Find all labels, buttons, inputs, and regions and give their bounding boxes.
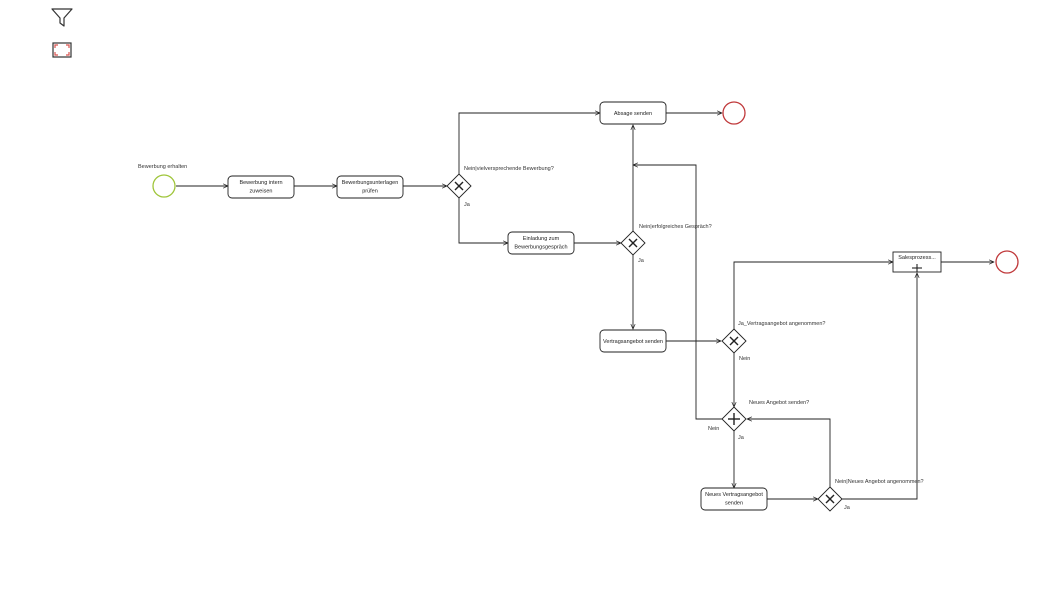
task-label-line-1: Neues Vertragsangebot [705,492,763,498]
gateway-label: Nein|Neues Angebot angenommen? [835,479,924,485]
start-event[interactable] [152,174,176,198]
start-event-label: Bewerbung erhalten [138,164,187,170]
gateway-label: Nein|erfolgreiches Gespräch? [639,224,712,230]
task-vertragsangebot-senden[interactable]: Vertragsangebot senden [599,329,667,353]
gateway-label: Nein|vielversprechende Bewerbung? [464,166,554,172]
task-label-line-1: Bewerbungsunterlagen [342,180,399,186]
task-label-line-1: Einladung zum [523,236,560,242]
flow-g1-ja-to-einladung[interactable] [458,198,508,243]
task-label-line-2: Bewerbungsgespräch [514,245,567,251]
flow-label: Ja [844,505,851,511]
flow-label: Nein [739,356,750,362]
sequence-flows [176,113,994,499]
task-label: Vertragsangebot senden [603,339,663,345]
gateway-label: Ja_Vertragsangebot angenommen? [738,321,825,327]
task-bewerbungsunterlagen-pruefen[interactable]: Bewerbungsunterlagen prüfen [336,175,404,199]
gateway-erfolgreiches-gespraech[interactable] [620,230,646,256]
flow-label: Nein [708,426,719,432]
filter-funnel-icon [51,8,73,27]
task-label-line-2: zuweisen [250,189,273,195]
flow-label: Ja [638,258,645,264]
task-label-line-2: prüfen [362,189,378,195]
task-label-line-1: Bewerbung intern [239,180,282,186]
gateway-vertragsangebot-angenommen[interactable] [721,328,747,354]
subprocess-salesprozess[interactable]: Salesprozess... [892,251,942,273]
task-label: Absage senden [614,111,652,117]
task-bewerbung-intern-zuweisen[interactable]: Bewerbung intern zuweisen [227,175,295,199]
flow-g4-nein-to-absage[interactable] [633,165,722,420]
task-label-line-2: senden [725,501,743,507]
flow-g3-ja-to-salesprozess[interactable] [733,262,893,329]
gateway-vielversprechende-bewerbung[interactable] [446,173,472,199]
flow-g5-ja-to-salesprozess[interactable] [842,273,917,500]
flow-g1-nein-to-absage[interactable] [458,113,600,174]
filter-button[interactable] [48,6,76,30]
fit-to-screen-icon [52,42,72,58]
task-label: Salesprozess... [898,255,936,261]
gateway-neues-angebot-angenommen[interactable] [817,486,843,512]
gateway-label: Neues Angebot senden? [749,400,809,406]
end-event-sales[interactable] [995,250,1019,274]
flow-label: Ja [738,435,745,441]
gateway-neues-angebot-senden[interactable] [721,406,747,432]
task-neues-vertragsangebot-senden[interactable]: Neues Vertragsangebot senden [700,487,768,511]
flow-label: Ja [464,202,471,208]
diagram-toolbar [48,4,80,64]
task-absage-senden[interactable]: Absage senden [599,101,667,125]
fit-to-screen-button[interactable] [48,38,76,62]
end-event-absage[interactable] [722,101,746,125]
flow-g5-nein-to-g4[interactable] [747,419,831,487]
task-einladung-bewerbungsgespraech[interactable]: Einladung zum Bewerbungsgespräch [507,231,575,255]
